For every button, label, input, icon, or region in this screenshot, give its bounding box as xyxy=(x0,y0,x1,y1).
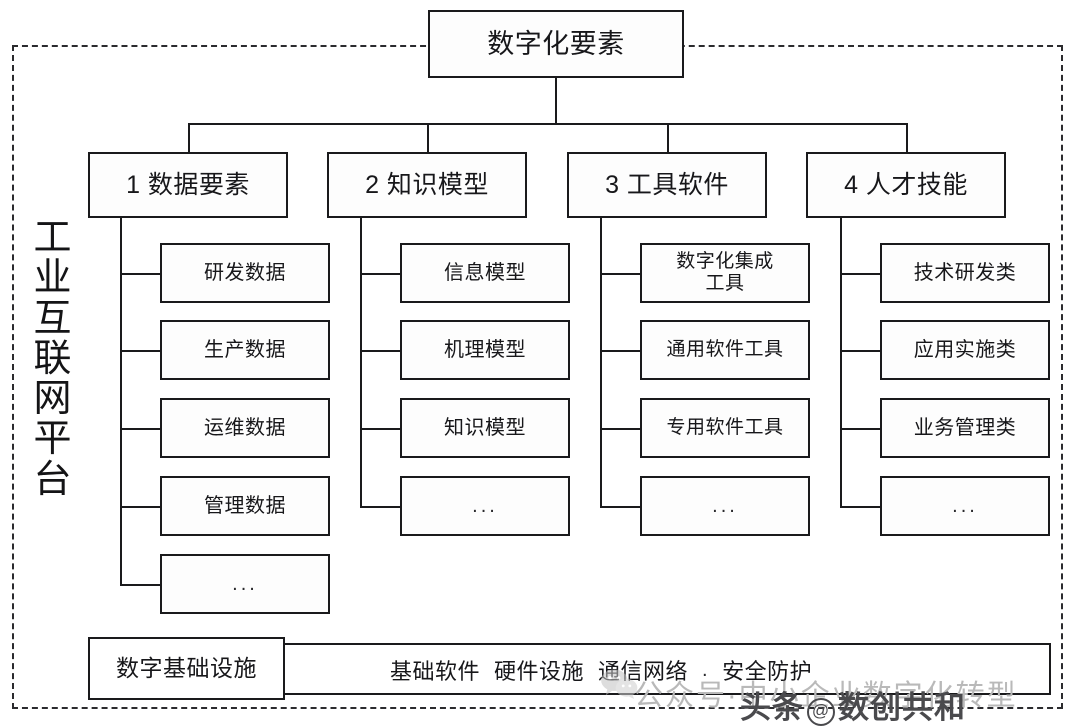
leaf-node-col1-1[interactable]: 生产数据 xyxy=(160,320,330,380)
connector-root-stem xyxy=(555,78,557,123)
leaf-node-col2-0[interactable]: 信息模型 xyxy=(400,243,570,303)
leaf-node-col2-2[interactable]: 知识模型 xyxy=(400,398,570,458)
root-node-digital-elements[interactable]: 数字化要素 xyxy=(428,10,684,78)
connector-stub-col2-2 xyxy=(360,428,400,430)
connector-stub-col4-1 xyxy=(840,350,880,352)
leaf-node-col4-2[interactable]: 业务管理类 xyxy=(880,398,1050,458)
connector-stub-col3-3 xyxy=(600,506,640,508)
connector-stub-col2-1 xyxy=(360,350,400,352)
leaf-node-col1-2[interactable]: 运维数据 xyxy=(160,398,330,458)
connector-stub-col1-1 xyxy=(120,350,160,352)
connector-drop-col1 xyxy=(188,123,190,152)
side-caption-char-5: 平 xyxy=(33,418,73,461)
category-node-data-elements[interactable]: 1 数据要素 xyxy=(88,152,288,218)
connector-stub-col4-3 xyxy=(840,506,880,508)
connector-stub-col2-0 xyxy=(360,273,400,275)
connector-rail-col3 xyxy=(600,218,602,507)
infrastructure-item-3[interactable]: 安全防护 xyxy=(722,659,813,684)
side-caption-char-2: 互 xyxy=(33,297,73,340)
connector-stub-col1-3 xyxy=(120,506,160,508)
side-caption-char-6: 台 xyxy=(33,458,73,501)
leaf-node-col4-3-ellipsis[interactable]: ... xyxy=(880,476,1050,536)
infrastructure-item-1[interactable]: 硬件设施 xyxy=(494,659,585,684)
connector-rail-col1 xyxy=(120,218,122,585)
connector-drop-col2 xyxy=(427,123,429,152)
connector-stub-col3-0 xyxy=(600,273,640,275)
connector-stub-col3-1 xyxy=(600,350,640,352)
leaf-node-col1-4-ellipsis[interactable]: ... xyxy=(160,554,330,614)
leaf-node-col3-1[interactable]: 通用软件工具 xyxy=(640,320,810,380)
connector-stub-col3-2 xyxy=(600,428,640,430)
infrastructure-bar xyxy=(180,643,1051,695)
side-caption-char-3: 联 xyxy=(33,337,73,380)
leaf-node-col1-3[interactable]: 管理数据 xyxy=(160,476,330,536)
leaf-node-col2-3-ellipsis[interactable]: ... xyxy=(400,476,570,536)
leaf-node-col3-2[interactable]: 专用软件工具 xyxy=(640,398,810,458)
leaf-node-col2-1[interactable]: 机理模型 xyxy=(400,320,570,380)
category-node-talent-skills[interactable]: 4 人才技能 xyxy=(806,152,1006,218)
side-caption-char-1: 业 xyxy=(33,257,73,300)
connector-level2-bus xyxy=(188,123,906,125)
infrastructure-node-label[interactable]: 数字基础设施 xyxy=(88,637,285,700)
category-node-knowledge-models[interactable]: 2 知识模型 xyxy=(327,152,527,218)
connector-stub-col4-0 xyxy=(840,273,880,275)
connector-drop-col4 xyxy=(906,123,908,152)
connector-rail-col4 xyxy=(840,218,842,507)
connector-stub-col1-2 xyxy=(120,428,160,430)
infrastructure-item-2[interactable]: 通信网络 xyxy=(598,659,689,684)
leaf-node-col3-0[interactable]: 数字化集成 工具 xyxy=(640,243,810,303)
leaf-node-col4-0[interactable]: 技术研发类 xyxy=(880,243,1050,303)
category-node-tool-software[interactable]: 3 工具软件 xyxy=(567,152,767,218)
leaf-node-col3-3-ellipsis[interactable]: ... xyxy=(640,476,810,536)
leaf-node-col1-0[interactable]: 研发数据 xyxy=(160,243,330,303)
infrastructure-item-list: 基础软件硬件设施通信网络. 安全防护 xyxy=(390,652,970,688)
side-caption-char-4: 网 xyxy=(33,378,73,421)
leaf-node-col4-1[interactable]: 应用实施类 xyxy=(880,320,1050,380)
connector-drop-col3 xyxy=(667,123,669,152)
connector-stub-col1-4 xyxy=(120,584,160,586)
connector-rail-col2 xyxy=(360,218,362,507)
connector-stub-col2-3 xyxy=(360,506,400,508)
side-caption-char-0: 工 xyxy=(33,217,73,259)
infrastructure-separator-3: . xyxy=(702,658,709,681)
connector-stub-col4-2 xyxy=(840,428,880,430)
side-caption-industrial-internet-platform: 工业互联网平台 xyxy=(22,218,84,500)
connector-stub-col1-0 xyxy=(120,273,160,275)
infrastructure-item-0[interactable]: 基础软件 xyxy=(390,659,481,684)
